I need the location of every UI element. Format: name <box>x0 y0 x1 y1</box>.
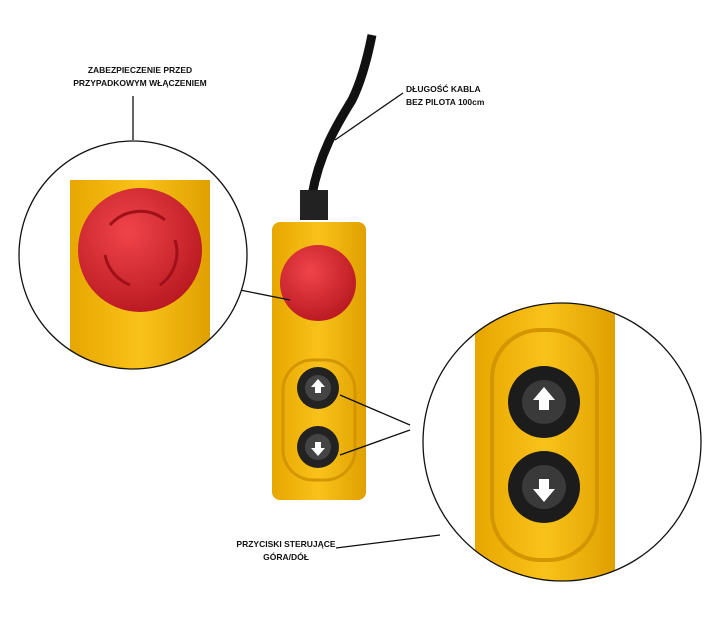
label-cable-line1: DŁUGOŚĆ KABLA <box>406 84 481 94</box>
zoom-control-buttons <box>423 303 701 581</box>
label-safety: ZABEZPIECZENIE PRZED PRZYPADKOWYM WŁĄCZE… <box>60 64 220 90</box>
label-buttons: PRZYCISKI STERUJĄCE GÓRA/DÓŁ <box>236 538 336 564</box>
label-buttons-line2: GÓRA/DÓŁ <box>263 552 309 562</box>
label-buttons-line1: PRZYCISKI STERUJĄCE <box>236 539 336 549</box>
label-safety-line1: ZABEZPIECZENIE PRZED <box>87 65 193 75</box>
up-button <box>297 367 339 409</box>
label-safety-line2: PRZYPADKOWYM WŁĄCZENIEM <box>73 78 207 88</box>
cable-gland <box>300 190 328 220</box>
down-button <box>297 426 339 468</box>
zoom-emergency-stop <box>19 141 247 369</box>
cable <box>307 34 377 196</box>
label-cable: DŁUGOŚĆ KABLA BEZ PILOTA 100cm <box>406 83 484 109</box>
label-cable-line2: BEZ PILOTA 100cm <box>406 97 485 107</box>
emergency-stop-knob <box>280 245 356 321</box>
